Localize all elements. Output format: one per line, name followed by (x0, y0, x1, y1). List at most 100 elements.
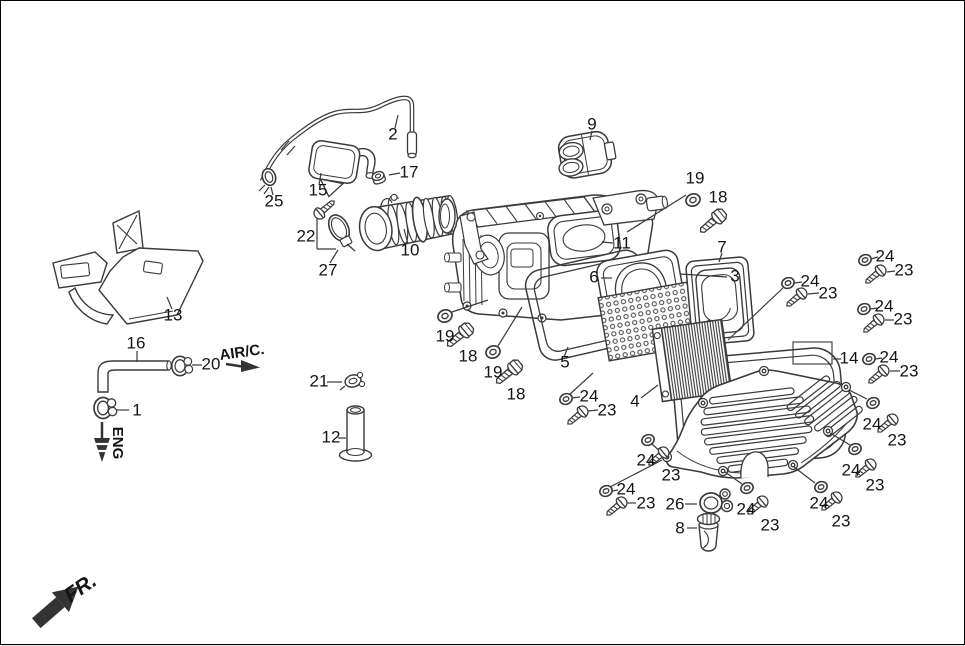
part-label: 18 (507, 384, 526, 403)
leader-line (563, 346, 569, 358)
part-label: 24 (863, 414, 882, 433)
leader-line (388, 172, 401, 176)
part-label: 24 (842, 460, 861, 479)
part-label: 17 (400, 162, 419, 181)
leader-line (807, 292, 820, 295)
part-label: 24 (880, 347, 899, 366)
part-9-snorkel (557, 130, 617, 179)
part-label: 7 (717, 237, 726, 256)
part-16-tube (97, 360, 172, 393)
part-20-clamp (170, 355, 194, 377)
leader-line (718, 252, 723, 263)
leader-line (587, 409, 599, 412)
leader-line (270, 186, 274, 196)
part-label: 18 (709, 187, 728, 206)
part-label: 26 (666, 494, 685, 513)
leader-line (318, 172, 322, 186)
part-label: 24 (737, 499, 756, 518)
part-label: 23 (895, 260, 914, 279)
label-14-bracket (792, 341, 833, 365)
leader-line (394, 114, 399, 129)
leader-line (870, 256, 879, 260)
leader-line (601, 241, 614, 244)
engine-direction-arrow (94, 422, 110, 462)
part-label: 23 (888, 430, 907, 449)
part-label: 18 (459, 346, 478, 365)
fastener-washer19 (435, 306, 455, 326)
part-13-shroud (52, 209, 204, 325)
part-label: 3 (730, 266, 739, 285)
part-label: 14 (840, 348, 859, 367)
part-label: 10 (401, 240, 420, 259)
part-26-orings (699, 488, 734, 514)
part-label: 24 (810, 493, 829, 512)
leader-line (329, 249, 339, 264)
leader-line (679, 273, 728, 278)
leader-line (451, 299, 489, 313)
part-label: 23 (819, 283, 838, 302)
part-17-grommet (371, 170, 386, 185)
part-label: 15 (309, 180, 328, 199)
leader-line (640, 384, 659, 399)
air-cleaner-direction-arrow (225, 360, 260, 372)
fastener-washer19 (483, 342, 503, 362)
part-label: 5 (560, 352, 569, 371)
part-label: 21 (310, 371, 329, 390)
fastener-bolt18 (695, 205, 730, 238)
leader-line (727, 287, 784, 341)
part-label: 22 (297, 226, 316, 245)
part-label: 8 (675, 518, 684, 537)
part-15-resonator (308, 140, 376, 198)
fastener-washer24 (856, 252, 874, 268)
part-label: ENG (109, 427, 126, 460)
fastener-screw23 (563, 402, 592, 430)
fastener-washer24 (855, 301, 873, 317)
part-label: 1 (132, 400, 141, 419)
part-label: 12 (322, 427, 341, 446)
leader-line (611, 489, 619, 492)
part-label: 9 (587, 114, 596, 133)
part-label: 11 (613, 233, 631, 252)
part-label: 23 (598, 400, 617, 419)
leader-line (403, 228, 409, 245)
leader-line (497, 306, 523, 347)
leader-line (626, 194, 687, 233)
part-label: 23 (866, 475, 885, 494)
part-label: 23 (662, 465, 681, 484)
part-label: 25 (265, 191, 284, 210)
part-label: 24 (876, 246, 895, 265)
leader-line (568, 372, 594, 396)
part-label: 23 (894, 309, 913, 328)
part-label: 19 (484, 362, 503, 381)
part-label: 24 (875, 296, 894, 315)
leader-line (829, 432, 851, 446)
fastener-washer19 (683, 190, 703, 210)
front-direction-arrow (32, 586, 79, 629)
part-25-clamp (258, 167, 277, 195)
part-label: AIR/C. (218, 341, 265, 364)
fastener-washer24 (864, 395, 882, 411)
part-21-clip (339, 371, 366, 391)
part-2-hose (259, 95, 418, 182)
part-1-clamp (93, 396, 118, 420)
part-label: 23 (761, 515, 780, 534)
part-27-band-clamp (327, 214, 356, 252)
part-label: 23 (832, 511, 851, 530)
part-label: 24 (637, 450, 656, 469)
part-4-filter-element (651, 318, 733, 403)
leader-lines-layer (116, 114, 900, 529)
part-label: 19 (436, 326, 455, 345)
part-12-drain-tube (338, 405, 373, 462)
leader-line (793, 466, 816, 484)
part-label: 16 (127, 333, 146, 352)
part-label: 23 (900, 361, 919, 380)
leader-line (166, 296, 173, 310)
part-label: 23 (637, 493, 656, 512)
leader-line (874, 357, 883, 360)
leader-line (869, 307, 878, 310)
part-label: 24 (801, 271, 820, 290)
fastener-screw23 (861, 261, 890, 289)
